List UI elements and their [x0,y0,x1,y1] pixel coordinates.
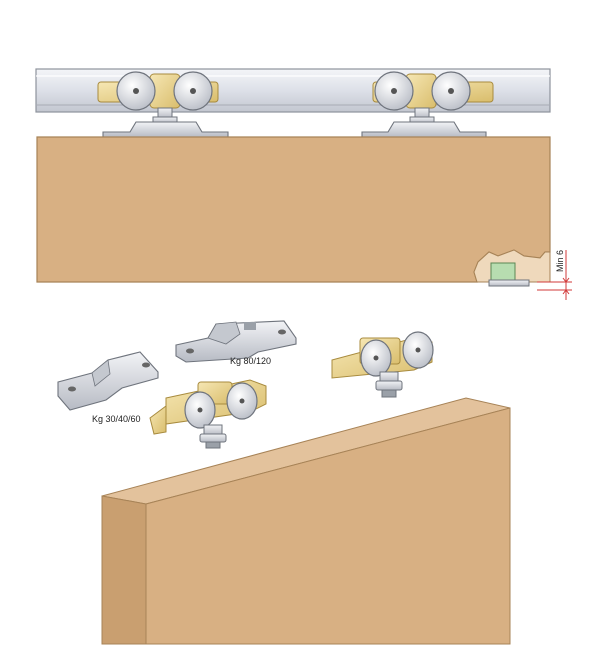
bracket-large: Kg 80/120 [175,320,297,366]
top-assembly: Min 6 [35,68,572,300]
trolley-exploded-right [331,331,434,398]
bracket-small-label: Kg 30/40/60 [92,414,141,424]
floor-guide [490,262,516,281]
exploded-view: Kg 30/40/60 Kg 80/120 [57,320,511,645]
bracket-small: Kg 30/40/60 [57,351,159,424]
bracket-large-label: Kg 80/120 [230,356,271,366]
trolley-exploded-left [149,379,267,449]
min-clearance-label: Min 6 [555,250,565,272]
mounting-bracket-left [102,121,229,138]
clearance-dimension: Min 6 [537,250,572,300]
trolley-right [372,71,494,124]
door-panel-exploded [101,397,511,645]
trolley-left [97,71,219,124]
mounting-bracket-right [361,121,487,138]
door-panel-front [36,136,551,283]
